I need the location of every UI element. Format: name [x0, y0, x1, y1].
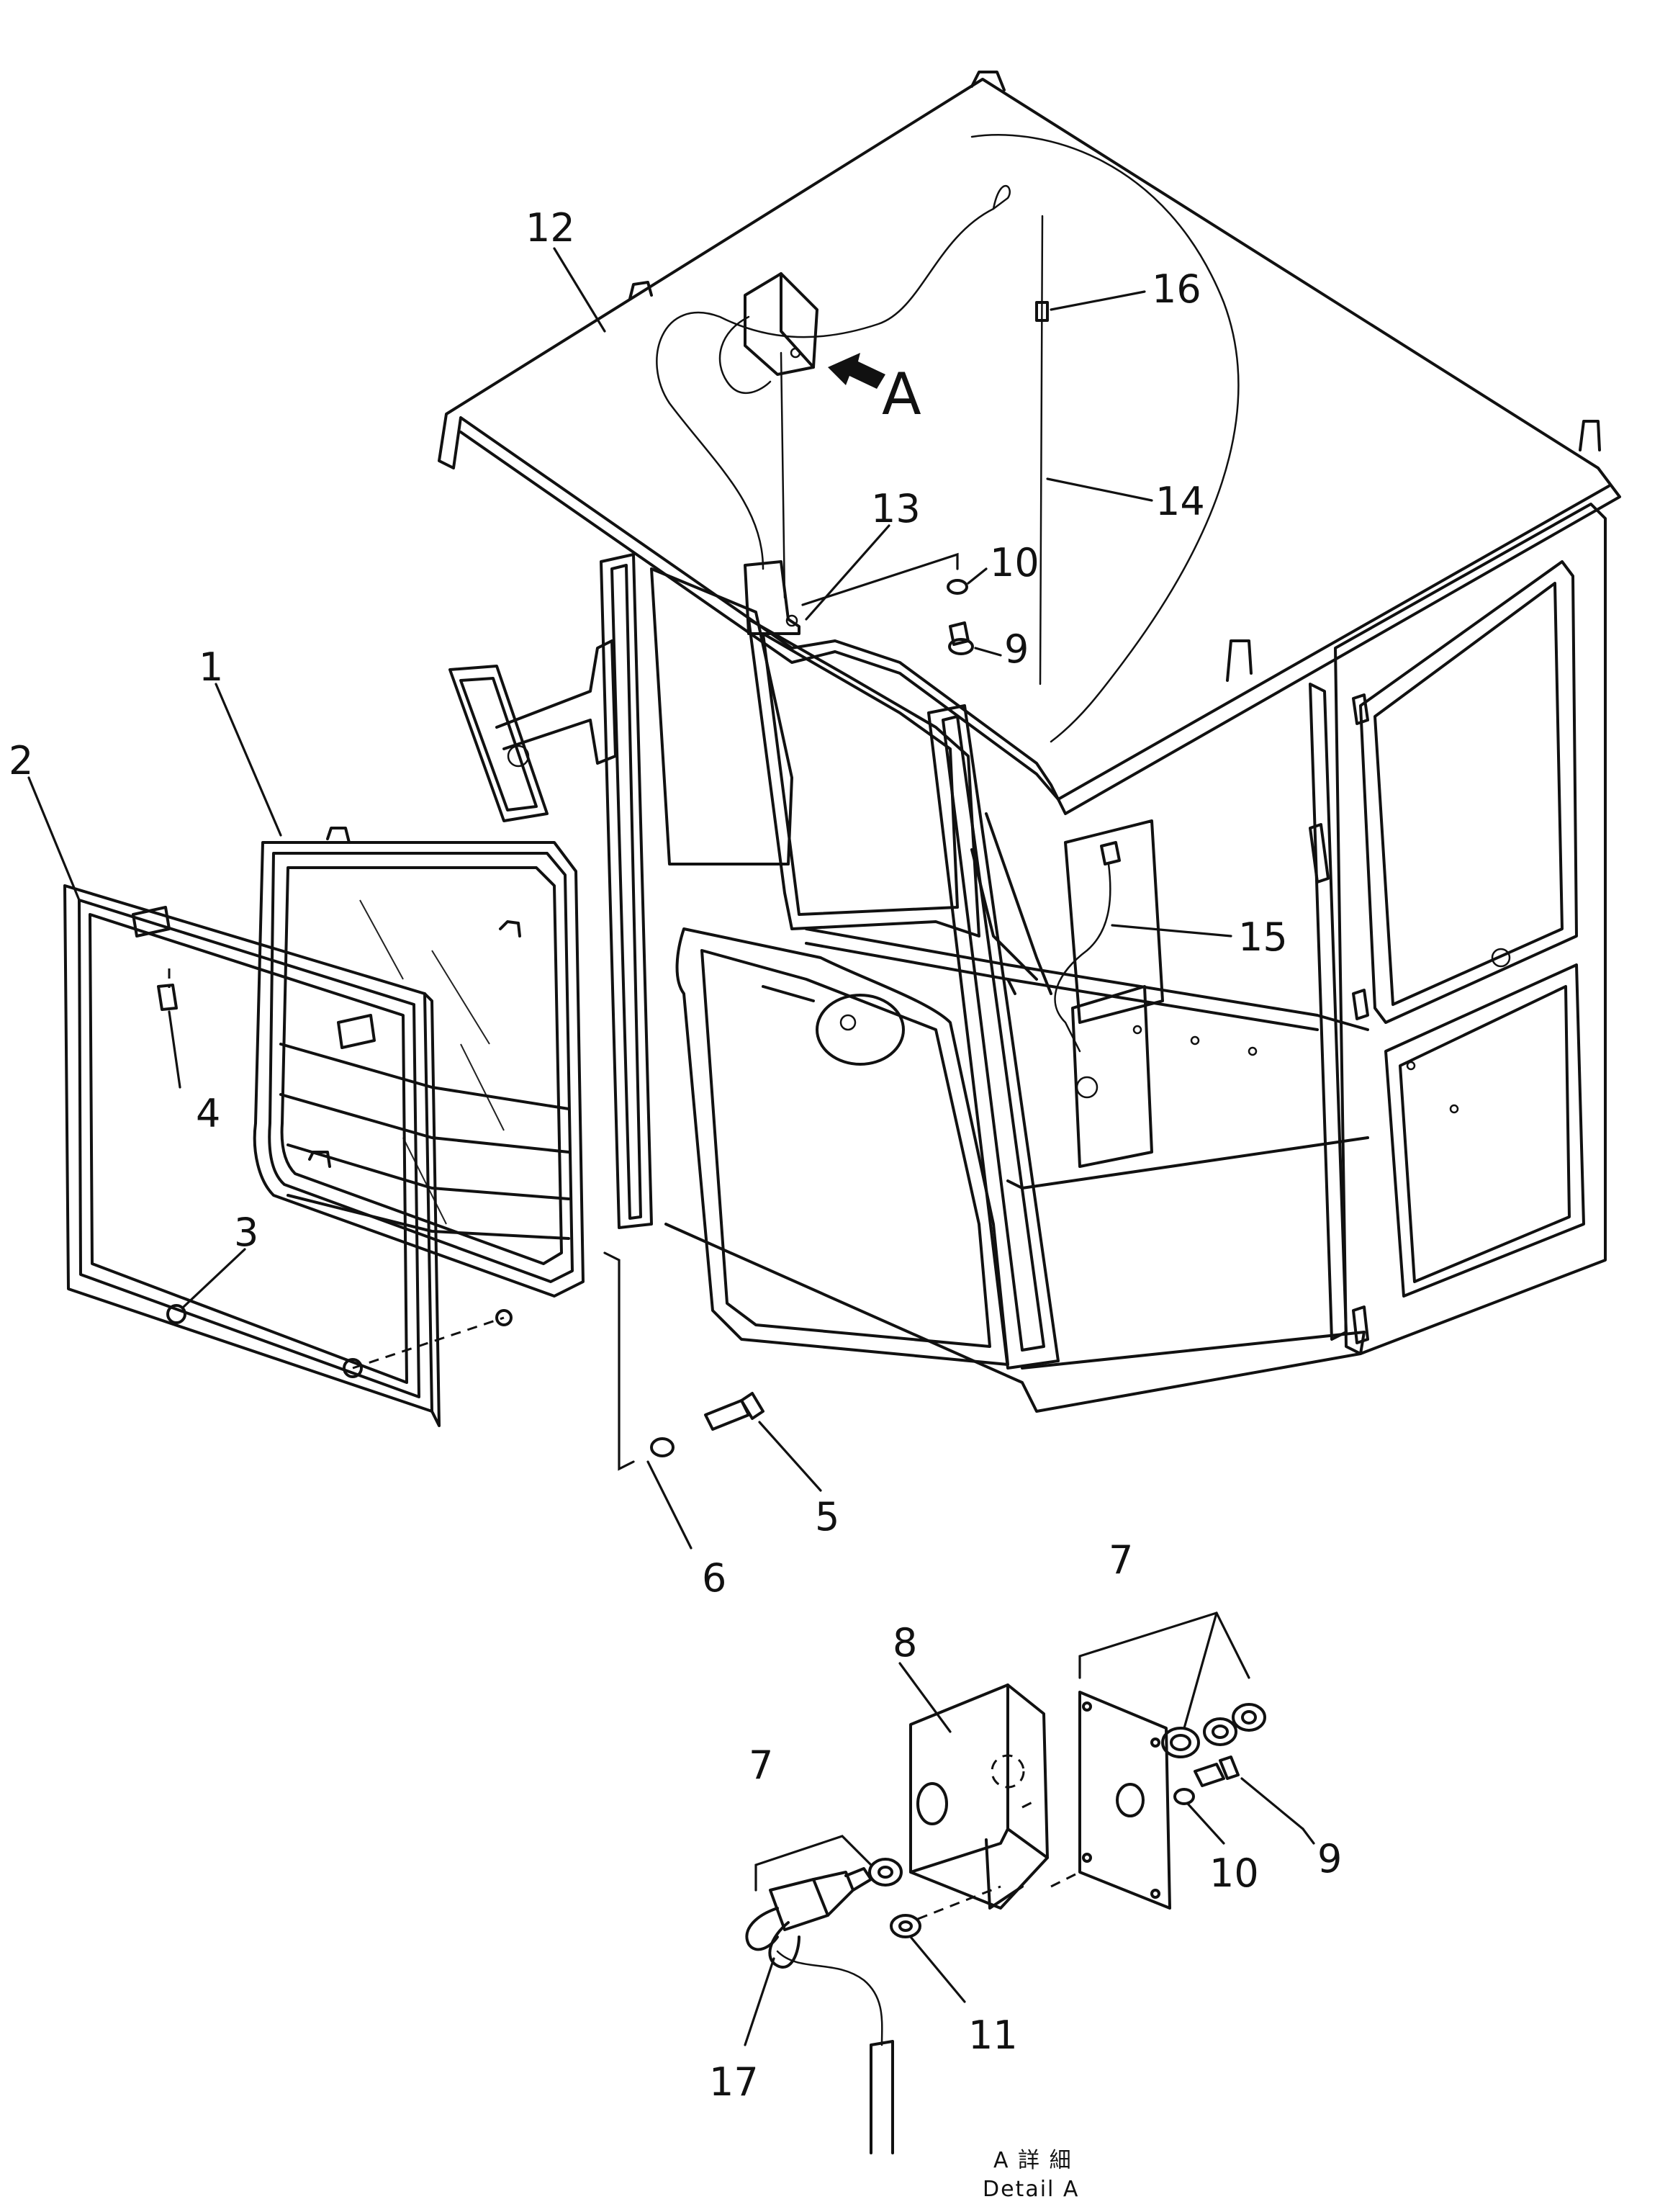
callout-14: 14 — [1155, 479, 1205, 524]
assembly-line-pins — [352, 1316, 505, 1370]
wire-harness — [780, 215, 1049, 685]
detail-a-toggle-switch — [744, 1867, 894, 2154]
roof-panel — [438, 71, 1621, 815]
leader-14 — [1046, 477, 1153, 502]
callout-3: 3 — [234, 1210, 258, 1255]
detail-a-switch-box — [909, 1683, 1049, 1910]
bracket-5-6 — [603, 1251, 635, 1471]
cab-frame — [600, 503, 1607, 1413]
detail-a-nut-11 — [890, 1885, 1001, 2003]
leader-13 — [805, 524, 890, 621]
detail-a-back-plate — [1050, 1691, 1171, 1910]
right-mirror — [1054, 819, 1232, 1168]
left-mirror — [448, 639, 617, 822]
callout-2: 2 — [9, 738, 33, 783]
view-a-label: A — [882, 361, 921, 428]
callout-13: 13 — [871, 486, 921, 531]
bolt-5 — [704, 1392, 822, 1492]
leader-3 — [182, 1248, 246, 1308]
callout-7-detail-right: 7 — [1109, 1537, 1133, 1583]
harness-clamp-bracket — [744, 552, 959, 635]
washer-10-upper — [947, 567, 988, 595]
callout-16: 16 — [1152, 266, 1201, 312]
washer-6 — [646, 1437, 693, 1550]
leader-1 — [215, 683, 282, 837]
callout-9-upper: 9 — [1004, 626, 1029, 672]
callout-4: 4 — [196, 1091, 220, 1136]
callout-5: 5 — [815, 1494, 839, 1539]
roof-switch-box — [718, 272, 818, 395]
leader-12 — [553, 247, 606, 333]
callout-15: 15 — [1238, 914, 1288, 960]
detail-a-washers — [1078, 1611, 1266, 1758]
leader-16 — [1050, 290, 1146, 311]
detail-caption-jp: A 詳 細 — [993, 2148, 1073, 2173]
callout-7-detail-left: 7 — [749, 1743, 773, 1788]
leader-4 — [168, 1010, 181, 1089]
callout-11: 11 — [968, 2013, 1018, 2058]
leader-2 — [27, 776, 81, 902]
detail-a-washer-7 — [754, 1835, 903, 1892]
detail-a-washer-10 — [1173, 1788, 1225, 1845]
callout-12: 12 — [525, 205, 575, 251]
view-a-arrow — [828, 353, 885, 389]
detail-a-bolt-9 — [1194, 1755, 1304, 1830]
callout-10-detail: 10 — [1209, 1851, 1259, 1896]
callout-6: 6 — [702, 1555, 726, 1601]
callout-8: 8 — [893, 1620, 917, 1665]
callout-9-detail: 9 — [1317, 1836, 1342, 1881]
detail-caption-en: Detail A — [983, 2177, 1079, 2202]
callout-10-upper: 10 — [990, 540, 1039, 585]
callout-17: 17 — [709, 2059, 759, 2105]
window-frame — [63, 884, 513, 1427]
window-sash — [253, 827, 585, 1298]
bolt-9-upper — [948, 621, 1002, 657]
interior-fan — [762, 812, 1052, 1066]
callout-1: 1 — [199, 644, 223, 690]
leader-9b — [1302, 1827, 1315, 1845]
leader-8 — [898, 1662, 952, 1733]
